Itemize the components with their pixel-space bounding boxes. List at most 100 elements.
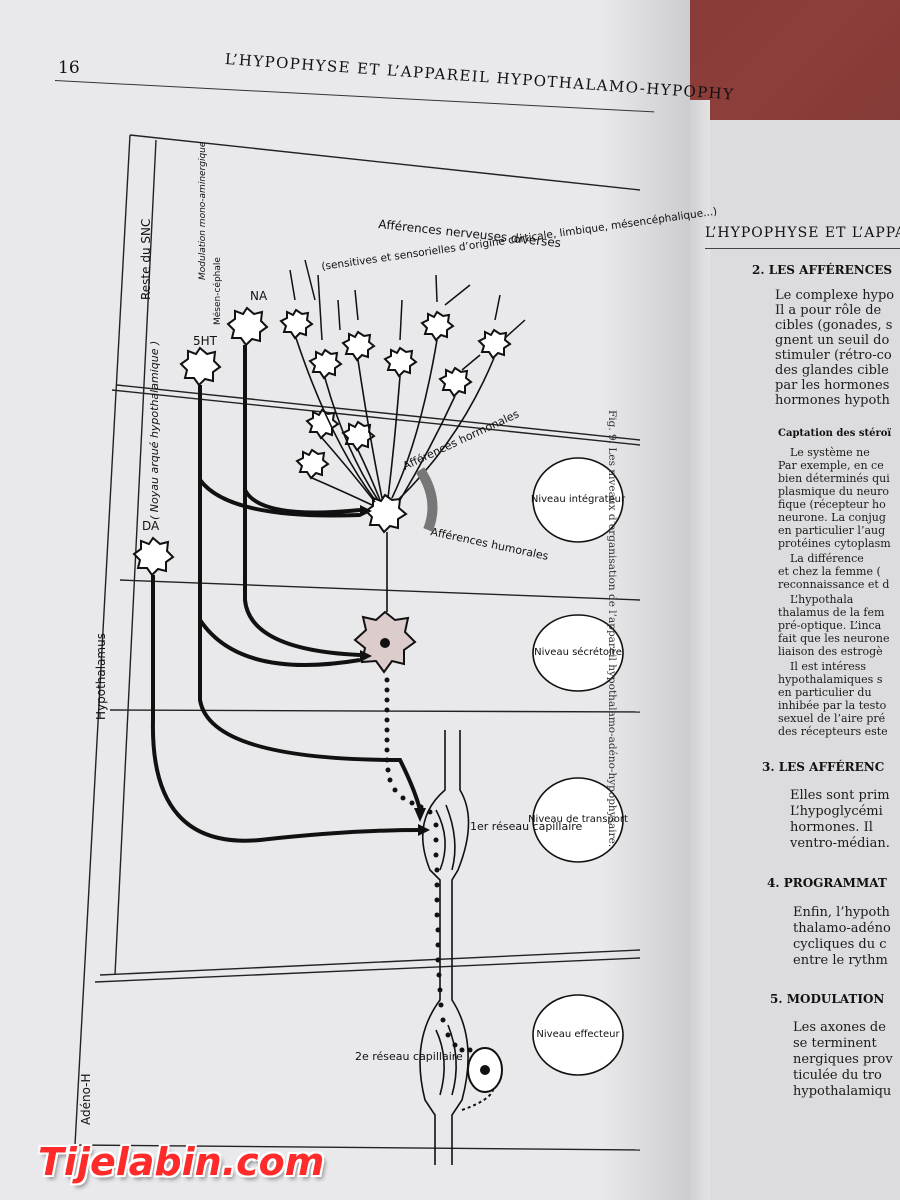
text-line: ticulée du tro <box>793 1068 882 1083</box>
hormonal-vessel <box>415 467 438 532</box>
neuron-secretory-nucleus <box>380 638 390 648</box>
oval-secretoire <box>532 614 624 692</box>
thick-axons <box>150 345 422 843</box>
text-line: Le complexe hypo <box>775 288 895 303</box>
text-line: liaison des estrogè <box>778 645 883 658</box>
text-line: en particulier du <box>778 686 872 699</box>
text-line: pré-optique. L’inca <box>778 619 882 632</box>
text-line: bien déterminés qui <box>778 472 890 485</box>
oval-integrateur <box>532 457 624 543</box>
neuron-cells <box>132 306 512 577</box>
region-label-hypothalamus: Hypothalamus <box>94 633 108 720</box>
text-line: hormones hypoth <box>775 393 890 408</box>
section-4-title: 4. PROGRAMMAT <box>767 876 887 890</box>
text-line: thalamo-adéno <box>793 921 891 936</box>
figure-caption: Fig. 9. Les niveaux d’organisation de l’… <box>606 410 618 848</box>
text-line: gnent un seuil do <box>775 333 890 348</box>
label-5ht-top: 5HT <box>193 334 218 348</box>
neuron-b3 <box>295 448 330 480</box>
text-line: reconnaissance et d <box>778 578 890 591</box>
label-reseau1: 1er réseau capillaire <box>470 820 583 833</box>
capillary-vessel <box>419 730 470 1165</box>
arrowheads <box>360 505 430 836</box>
level-integrateur: Niveau intégrateur <box>531 493 626 505</box>
label-modulation: Modulation mono-aminergique <box>198 141 208 280</box>
text-line: nergiques prov <box>793 1052 893 1067</box>
text-line: stimuler (rétro-co <box>775 348 892 363</box>
neuron-a2 <box>308 348 343 380</box>
effector-arrow <box>461 1089 494 1111</box>
text-line: inhibée par la testo <box>778 699 887 712</box>
neuron-a4 <box>383 346 418 378</box>
text-line: hypothalamiqu <box>793 1084 892 1099</box>
neuron-a5 <box>420 310 455 342</box>
text-line: L’hypothala <box>790 593 854 606</box>
axon-lines <box>295 337 495 612</box>
effector-nucleus <box>480 1065 490 1075</box>
page-curve-shade <box>600 0 690 1200</box>
label-mesencephale: Mésen-céphale <box>212 257 223 325</box>
text-line: cycliques du c <box>793 937 887 952</box>
text-line: fique (récepteur ho <box>778 498 886 511</box>
text-line: fait que les neurone <box>778 632 890 645</box>
watermark: Tijelabin.com <box>38 1140 325 1184</box>
level-transport: Niveau de transport <box>528 814 628 825</box>
label-da: DA <box>142 519 160 533</box>
section-5-title: 5. MODULATION <box>770 992 885 1006</box>
text-line: ventro-médian. <box>790 836 890 851</box>
text-line: cibles (gonades, s <box>775 318 893 333</box>
afferent-arrows <box>289 259 526 371</box>
right-header-rule <box>705 248 900 249</box>
text-line: et chez la femme ( <box>778 565 881 578</box>
section-3-title: 3. LES AFFÉRENC <box>762 760 885 774</box>
region-label-snc: Reste du SNC <box>139 219 153 300</box>
text-line: sexuel de l’aire pré <box>778 712 886 725</box>
region-label-adeno-h: Adéno-H <box>79 1073 93 1125</box>
text-line: Elles sont prim <box>790 788 890 803</box>
subhead-captation: Captation des stéroï <box>778 428 892 439</box>
text-line: Les axones de <box>793 1020 886 1035</box>
level-secretoire: Niveau sécrétoire <box>534 646 622 658</box>
level-effecteur: Niveau effecteur <box>536 1029 620 1040</box>
text-line: La différence <box>790 552 864 565</box>
label-reseau2: 2e réseau capillaire <box>355 1050 463 1063</box>
neuron-5ht <box>179 346 222 387</box>
label-afferences-humorales: Afférences humorales <box>429 525 549 563</box>
neuron-b1 <box>305 408 340 440</box>
neuron-a3 <box>341 330 376 362</box>
label-afferences-sensitives: (sensitives et sensorielles d’origine co… <box>321 206 718 273</box>
label-noyau: ( Noyau arqué hypothalamique ) <box>148 341 161 520</box>
text-line: hormones. Il <box>790 820 873 835</box>
neuron-integrator <box>364 493 408 534</box>
neuron-da <box>132 536 175 577</box>
text-line: neurone. La conjug <box>778 511 886 524</box>
neuron-a7 <box>438 366 473 398</box>
label-na: NA <box>250 289 268 303</box>
text-line: en particulier l’aug <box>778 524 886 537</box>
text-line: Il est intéress <box>790 660 867 673</box>
neuron-a1 <box>279 308 314 340</box>
text-line: Par exemple, en ce <box>778 459 884 472</box>
text-line: hypothalamiques s <box>778 673 883 686</box>
text-line: plasmique du neuro <box>778 485 890 498</box>
text-line: Enfin, l’hypoth <box>793 905 890 920</box>
text-line: des récepteurs este <box>778 725 888 738</box>
oval-transport <box>532 777 624 863</box>
text-line: entre le rythm <box>793 953 888 968</box>
page-number: 16 <box>58 58 80 78</box>
neuron-a6 <box>477 328 512 360</box>
text-line: Il a pour rôle de <box>775 303 882 318</box>
text-line: thalamus de la fem <box>778 606 885 619</box>
region-frames <box>74 134 641 1151</box>
neuron-na <box>226 306 269 347</box>
text-line: des glandes cible <box>775 363 889 378</box>
text-line: par les hormones <box>775 378 890 393</box>
oval-effecteur <box>532 994 624 1076</box>
text-line: protéines cytoplasm <box>778 537 891 550</box>
text-line: Le système ne <box>790 446 870 459</box>
level-ovals <box>532 457 624 1076</box>
right-page <box>690 120 900 1200</box>
right-running-head: L’HYPOPHYSE ET L’APPA <box>705 225 900 241</box>
text-line: L’hypoglycémi <box>790 804 883 819</box>
